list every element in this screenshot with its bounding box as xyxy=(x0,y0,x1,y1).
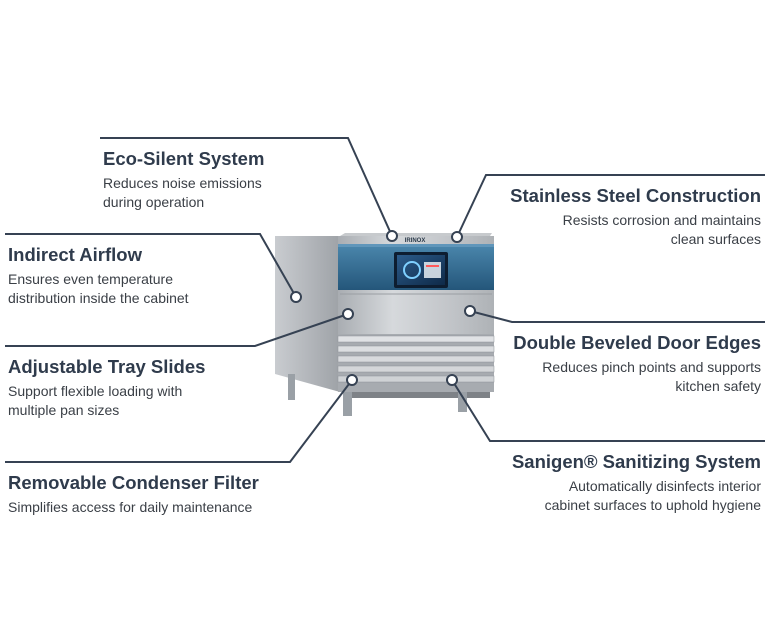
ventilation-grille xyxy=(337,334,495,392)
callout-desc-line: during operation xyxy=(103,193,205,210)
callout-desc-line: Simplifies access for daily maintenance xyxy=(8,499,253,516)
foot-left-rear xyxy=(288,374,295,400)
callout-desc-line: Automatically disinfects interior xyxy=(568,478,761,495)
side-panel xyxy=(275,236,340,392)
callout-markers xyxy=(290,230,476,386)
marker-adjustable-tray xyxy=(342,308,354,320)
callout-indirect-airflow: Indirect Airflow Ensures even temperatur… xyxy=(8,244,189,307)
callout-desc-line: Resists corrosion and maintains xyxy=(562,212,761,229)
callout-desc-line: cabinet surfaces to uphold hygiene xyxy=(544,496,761,513)
callout-desc-line: clean surfaces xyxy=(670,230,761,247)
callout-eco-silent: Eco-Silent System Reduces noise emission… xyxy=(103,148,264,211)
leader-lines xyxy=(5,137,765,463)
callout-desc-line: kitchen safety xyxy=(675,377,761,394)
marker-indirect-airflow xyxy=(290,291,302,303)
leader-indirect-airflow xyxy=(5,233,297,298)
callout-title: Removable Condenser Filter xyxy=(8,472,259,493)
callout-title: Sanigen® Sanitizing System xyxy=(511,451,761,472)
leader-eco-silent xyxy=(100,137,393,237)
foot-left-front xyxy=(343,392,352,416)
callout-desc-line: Support flexible loading with xyxy=(8,383,183,400)
marker-eco-silent xyxy=(386,230,398,242)
callout-desc-line: distribution inside the cabinet xyxy=(8,289,189,306)
callout-desc-line: Reduces noise emissions xyxy=(103,175,262,192)
brand-logo: IRINOX xyxy=(405,238,426,244)
callout-title: Indirect Airflow xyxy=(8,244,142,265)
marker-beveled-edges xyxy=(464,305,476,317)
blast-chiller-unit: IRINOX xyxy=(275,233,495,416)
leader-sanigen xyxy=(451,379,765,442)
callout-adjustable-tray: Adjustable Tray Slides Support flexible … xyxy=(8,356,205,419)
marker-stainless-steel xyxy=(451,231,463,243)
callout-title: Double Beveled Door Edges xyxy=(513,332,761,353)
top-panel xyxy=(275,233,492,236)
leader-condenser-filter xyxy=(5,379,353,463)
callout-condenser-filter: Removable Condenser Filter Simplifies ac… xyxy=(8,472,259,517)
leader-beveled-edges xyxy=(469,310,765,323)
callout-sanigen: Sanigen® Sanitizing System Automatically… xyxy=(512,451,761,514)
callout-desc-line: Reduces pinch points and supports xyxy=(542,359,761,376)
leader-adjustable-tray xyxy=(5,313,349,347)
callout-beveled-edges: Double Beveled Door Edges Reduces pinch … xyxy=(513,332,761,395)
callout-stainless-steel: Stainless Steel Construction Resists cor… xyxy=(510,185,761,248)
callout-desc-line: Ensures even temperature xyxy=(8,271,173,288)
callout-desc-line: multiple pan sizes xyxy=(8,401,120,418)
callout-title: Stainless Steel Construction xyxy=(510,185,761,206)
leader-stainless-steel xyxy=(456,174,765,238)
marker-sanigen xyxy=(446,374,458,386)
screen-dial-icon xyxy=(403,261,421,279)
foot-right-front xyxy=(458,392,467,412)
condenser-filter-drawer xyxy=(345,392,490,398)
callout-title: Adjustable Tray Slides xyxy=(8,356,206,377)
marker-condenser-filter xyxy=(346,374,358,386)
callout-title: Eco-Silent System xyxy=(103,148,265,169)
